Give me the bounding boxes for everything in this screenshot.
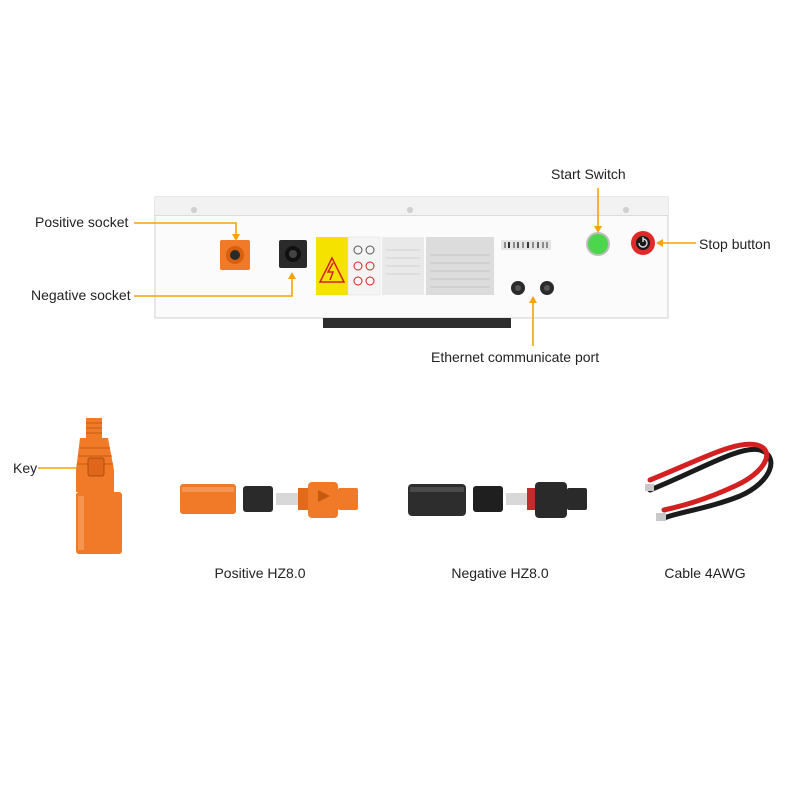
start-switch: [586, 232, 610, 256]
orange-plug-vertical: [76, 418, 122, 554]
warning-label: [316, 236, 381, 296]
stop-button-label: Stop button: [699, 236, 771, 252]
barcode-label: [501, 240, 551, 250]
ethernet-port-label: Ethernet communicate port: [431, 349, 600, 365]
rating-label: [382, 237, 494, 295]
callout-arrowheads: [94, 226, 663, 472]
positive-socket: [220, 240, 250, 270]
negative-hz8-connector: [408, 482, 587, 518]
key-label: Key: [13, 460, 38, 476]
negative-socket: [279, 240, 307, 268]
screw-icon: [623, 207, 629, 213]
ethernet-ports: [511, 281, 554, 295]
base-rail: [323, 318, 511, 328]
cable-4awg: [645, 441, 774, 521]
positive-hz8-caption: Positive HZ8.0: [214, 565, 306, 581]
stop-button: [631, 231, 655, 255]
cable-4awg-caption: Cable 4AWG: [664, 565, 746, 581]
positive-hz8-connector: [180, 482, 358, 518]
negative-socket-label: Negative socket: [31, 287, 131, 303]
positive-socket-label: Positive socket: [35, 214, 129, 230]
start-switch-label: Start Switch: [551, 166, 626, 182]
negative-hz8-caption: Negative HZ8.0: [451, 565, 549, 581]
screw-icon: [191, 207, 197, 213]
screw-icon: [407, 207, 413, 213]
